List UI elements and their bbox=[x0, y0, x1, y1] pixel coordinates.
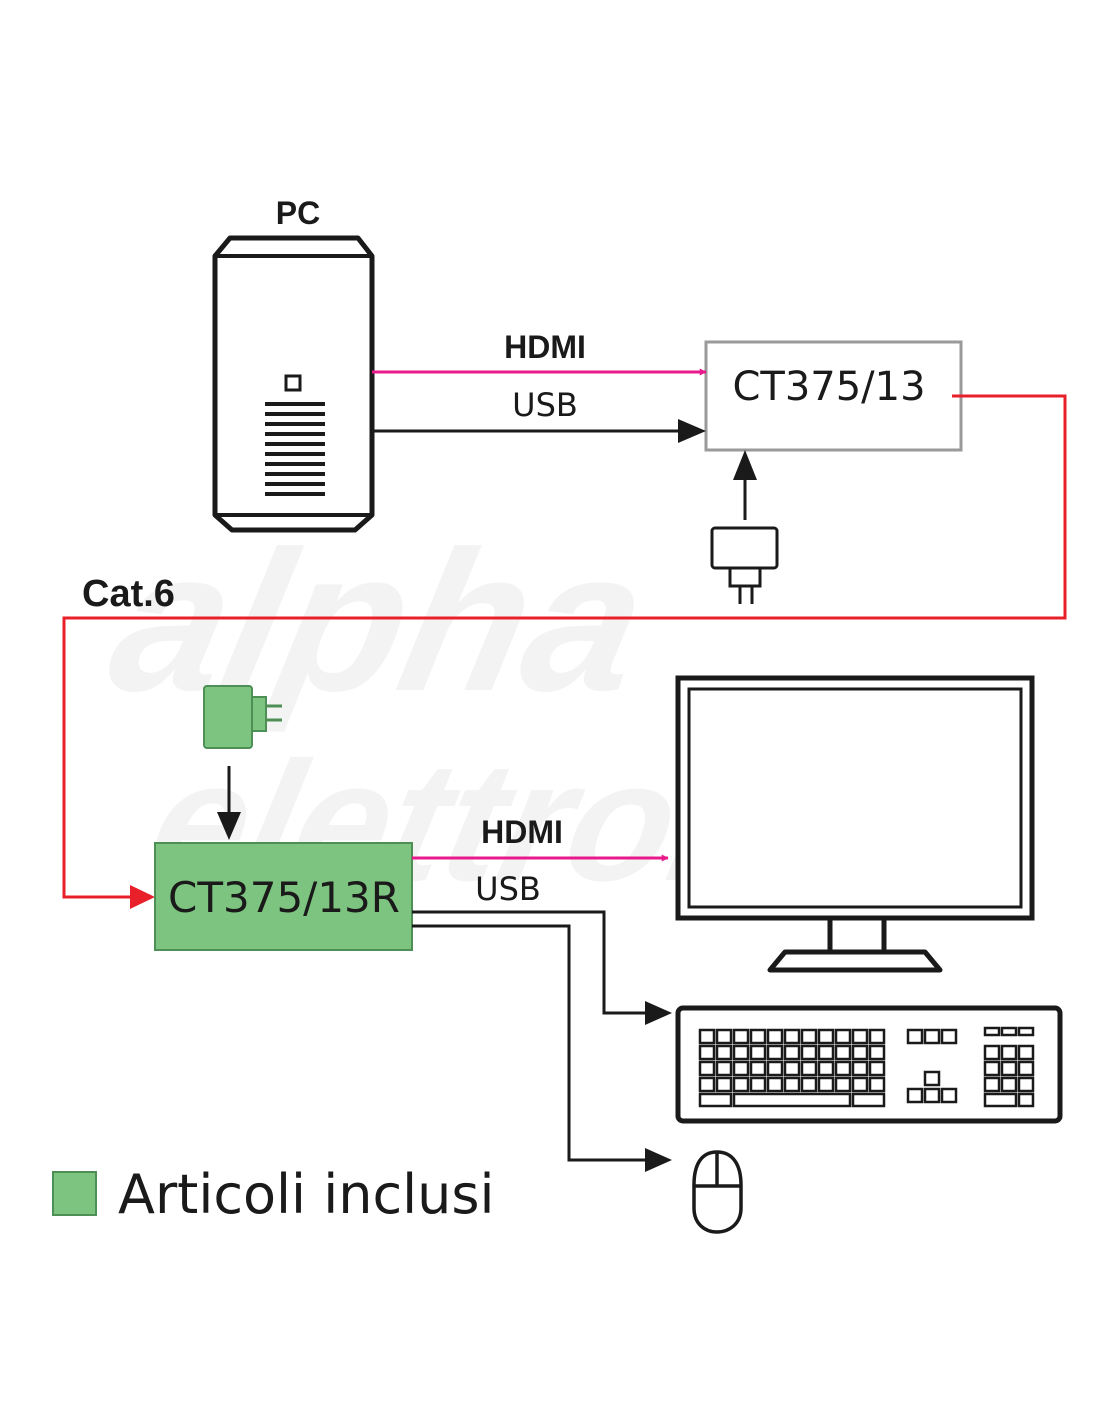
usb-cable-keyboard bbox=[412, 910, 648, 1015]
power-adapter-icon-bottom bbox=[203, 685, 282, 840]
power-adapter-icon-top bbox=[710, 450, 779, 604]
transmitter-box bbox=[704, 340, 963, 452]
cat6-label: Cat.6 bbox=[82, 573, 175, 615]
receiver-label: CT375/13R bbox=[168, 873, 400, 922]
hdmi-label-top: HDMI bbox=[504, 329, 586, 365]
hdmi-label-bottom: HDMI bbox=[481, 814, 563, 850]
monitor-icon bbox=[675, 675, 1035, 973]
usb-arrow-top bbox=[678, 419, 706, 443]
usb-label-top: USB bbox=[512, 386, 578, 424]
cat6-cable bbox=[62, 394, 1067, 899]
usb-arrow-mouse bbox=[645, 1148, 672, 1172]
watermark-line1: alpha bbox=[94, 509, 664, 732]
cat6-arrow bbox=[130, 885, 155, 909]
usb-arrow-keyboard bbox=[645, 1001, 672, 1025]
transmitter-label: CT375/13 bbox=[732, 364, 925, 410]
mouse-icon bbox=[692, 1150, 743, 1234]
pc-tower-icon bbox=[212, 235, 375, 533]
keyboard-icon bbox=[675, 1005, 1063, 1124]
usb-cable-mouse bbox=[412, 924, 648, 1162]
legend-label: Articoli inclusi bbox=[118, 1163, 495, 1226]
receiver-box bbox=[154, 842, 413, 951]
usb-label-bottom: USB bbox=[475, 870, 541, 908]
legend-swatch bbox=[52, 1171, 97, 1216]
pc-label: PC bbox=[276, 195, 320, 231]
